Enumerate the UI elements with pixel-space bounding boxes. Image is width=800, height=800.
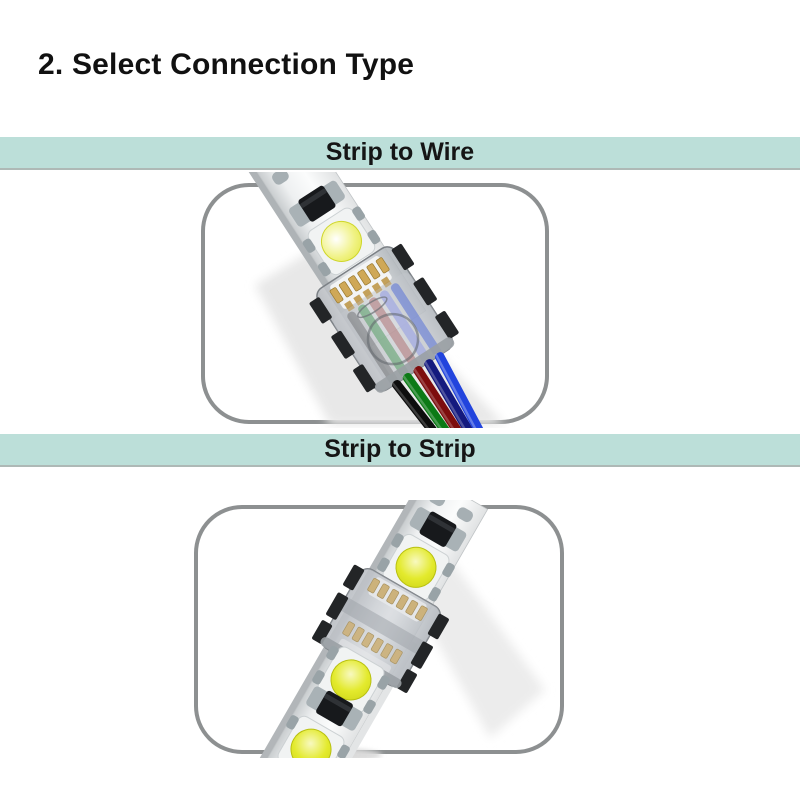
resistor	[306, 686, 363, 731]
led-chip	[277, 715, 350, 758]
led-dome	[330, 659, 372, 701]
resistor	[409, 507, 467, 552]
page-title: 2. Select Connection Type	[38, 48, 415, 81]
led-dome	[290, 728, 332, 758]
resistor	[289, 180, 345, 227]
banner-strip-to-strip-label: Strip to Strip	[324, 435, 476, 463]
banner-strip-to-wire: Strip to Wire	[0, 137, 800, 170]
connector-wires	[391, 352, 494, 428]
hippo-connector	[309, 244, 494, 428]
led-chip	[302, 206, 381, 277]
connector-clips	[312, 564, 449, 693]
banner-strip-to-strip: Strip to Strip	[0, 434, 800, 467]
gold-contacts	[342, 621, 403, 665]
strip-to-wire-illustration	[201, 172, 549, 428]
connector-clips	[309, 244, 459, 393]
gold-contacts	[329, 257, 392, 312]
banner-strip-to-wire-label: Strip to Wire	[325, 138, 475, 166]
led-chip	[377, 533, 455, 602]
gold-contacts	[367, 578, 428, 621]
led-dome	[395, 546, 437, 588]
strip-to-strip-illustration	[194, 500, 564, 758]
connector-latch-circle	[366, 312, 420, 366]
led-dome	[320, 220, 362, 262]
led-strip	[246, 172, 494, 428]
joined-led-strips	[259, 500, 489, 758]
